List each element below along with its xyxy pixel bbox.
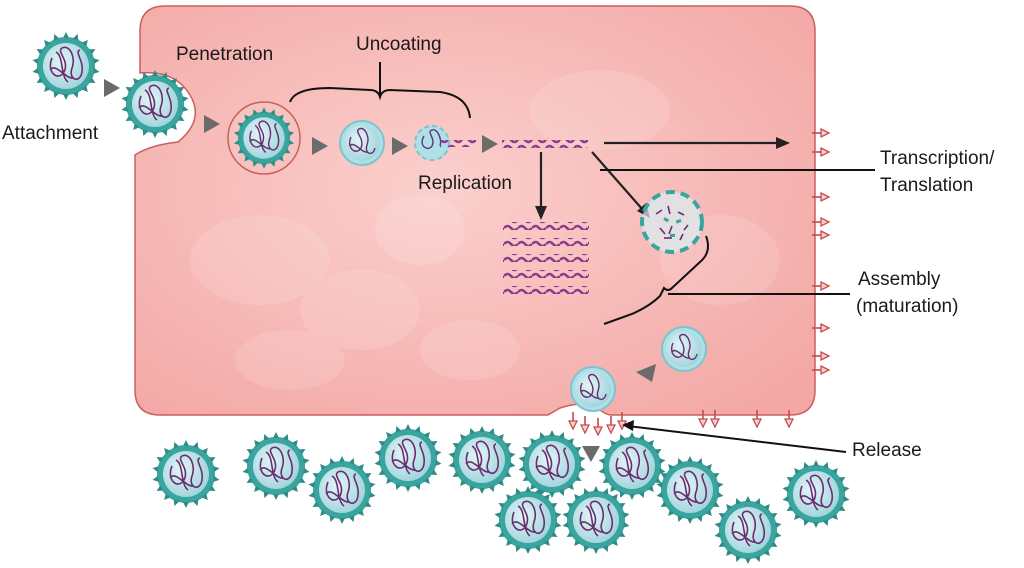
assembly-brace [603,235,709,325]
label-assembly: Assembly [858,269,941,290]
host-cell [134,5,816,416]
virion-icon [661,326,707,372]
virion-icon [31,31,101,101]
release-leader [627,425,847,453]
label-transcription: Transcription/ [880,148,995,169]
label-penetration: Penetration [176,44,274,65]
assembling-virion [640,190,704,254]
virion-icon [307,455,377,525]
transcription-arrow [604,137,790,149]
replication-arrow [535,152,547,220]
gray-arrow-icon [582,446,600,462]
gray-arrow-icon [636,364,656,382]
cytoplasm-texture [190,70,780,390]
virion-icon [339,120,385,166]
label-translation: Translation [880,175,974,196]
label-maturation: (maturation) [856,296,959,317]
virion-icon [447,425,517,495]
virion-icon [561,485,631,555]
label-replication: Replication [418,173,512,194]
virion-icon [655,455,725,525]
virion-icon [597,431,667,501]
release-arrowhead [622,420,634,431]
virion-icon [781,459,851,529]
uncoating-brace [289,86,471,119]
nucleic-acid-strand [502,140,588,148]
released-virions [151,423,851,565]
virion-icon [241,431,311,501]
virion-icon [151,439,221,509]
label-attachment: Attachment [2,123,99,144]
virion-icon [570,366,616,412]
uncoating-virion [414,125,476,161]
virion-icon [373,423,443,493]
label-uncoating: Uncoating [356,34,442,55]
replicated-strands [503,222,589,294]
virion-icon [713,495,783,565]
label-release: Release [852,440,922,461]
gray-arrow-icon [104,79,120,97]
endocytic-vesicle [227,101,301,175]
